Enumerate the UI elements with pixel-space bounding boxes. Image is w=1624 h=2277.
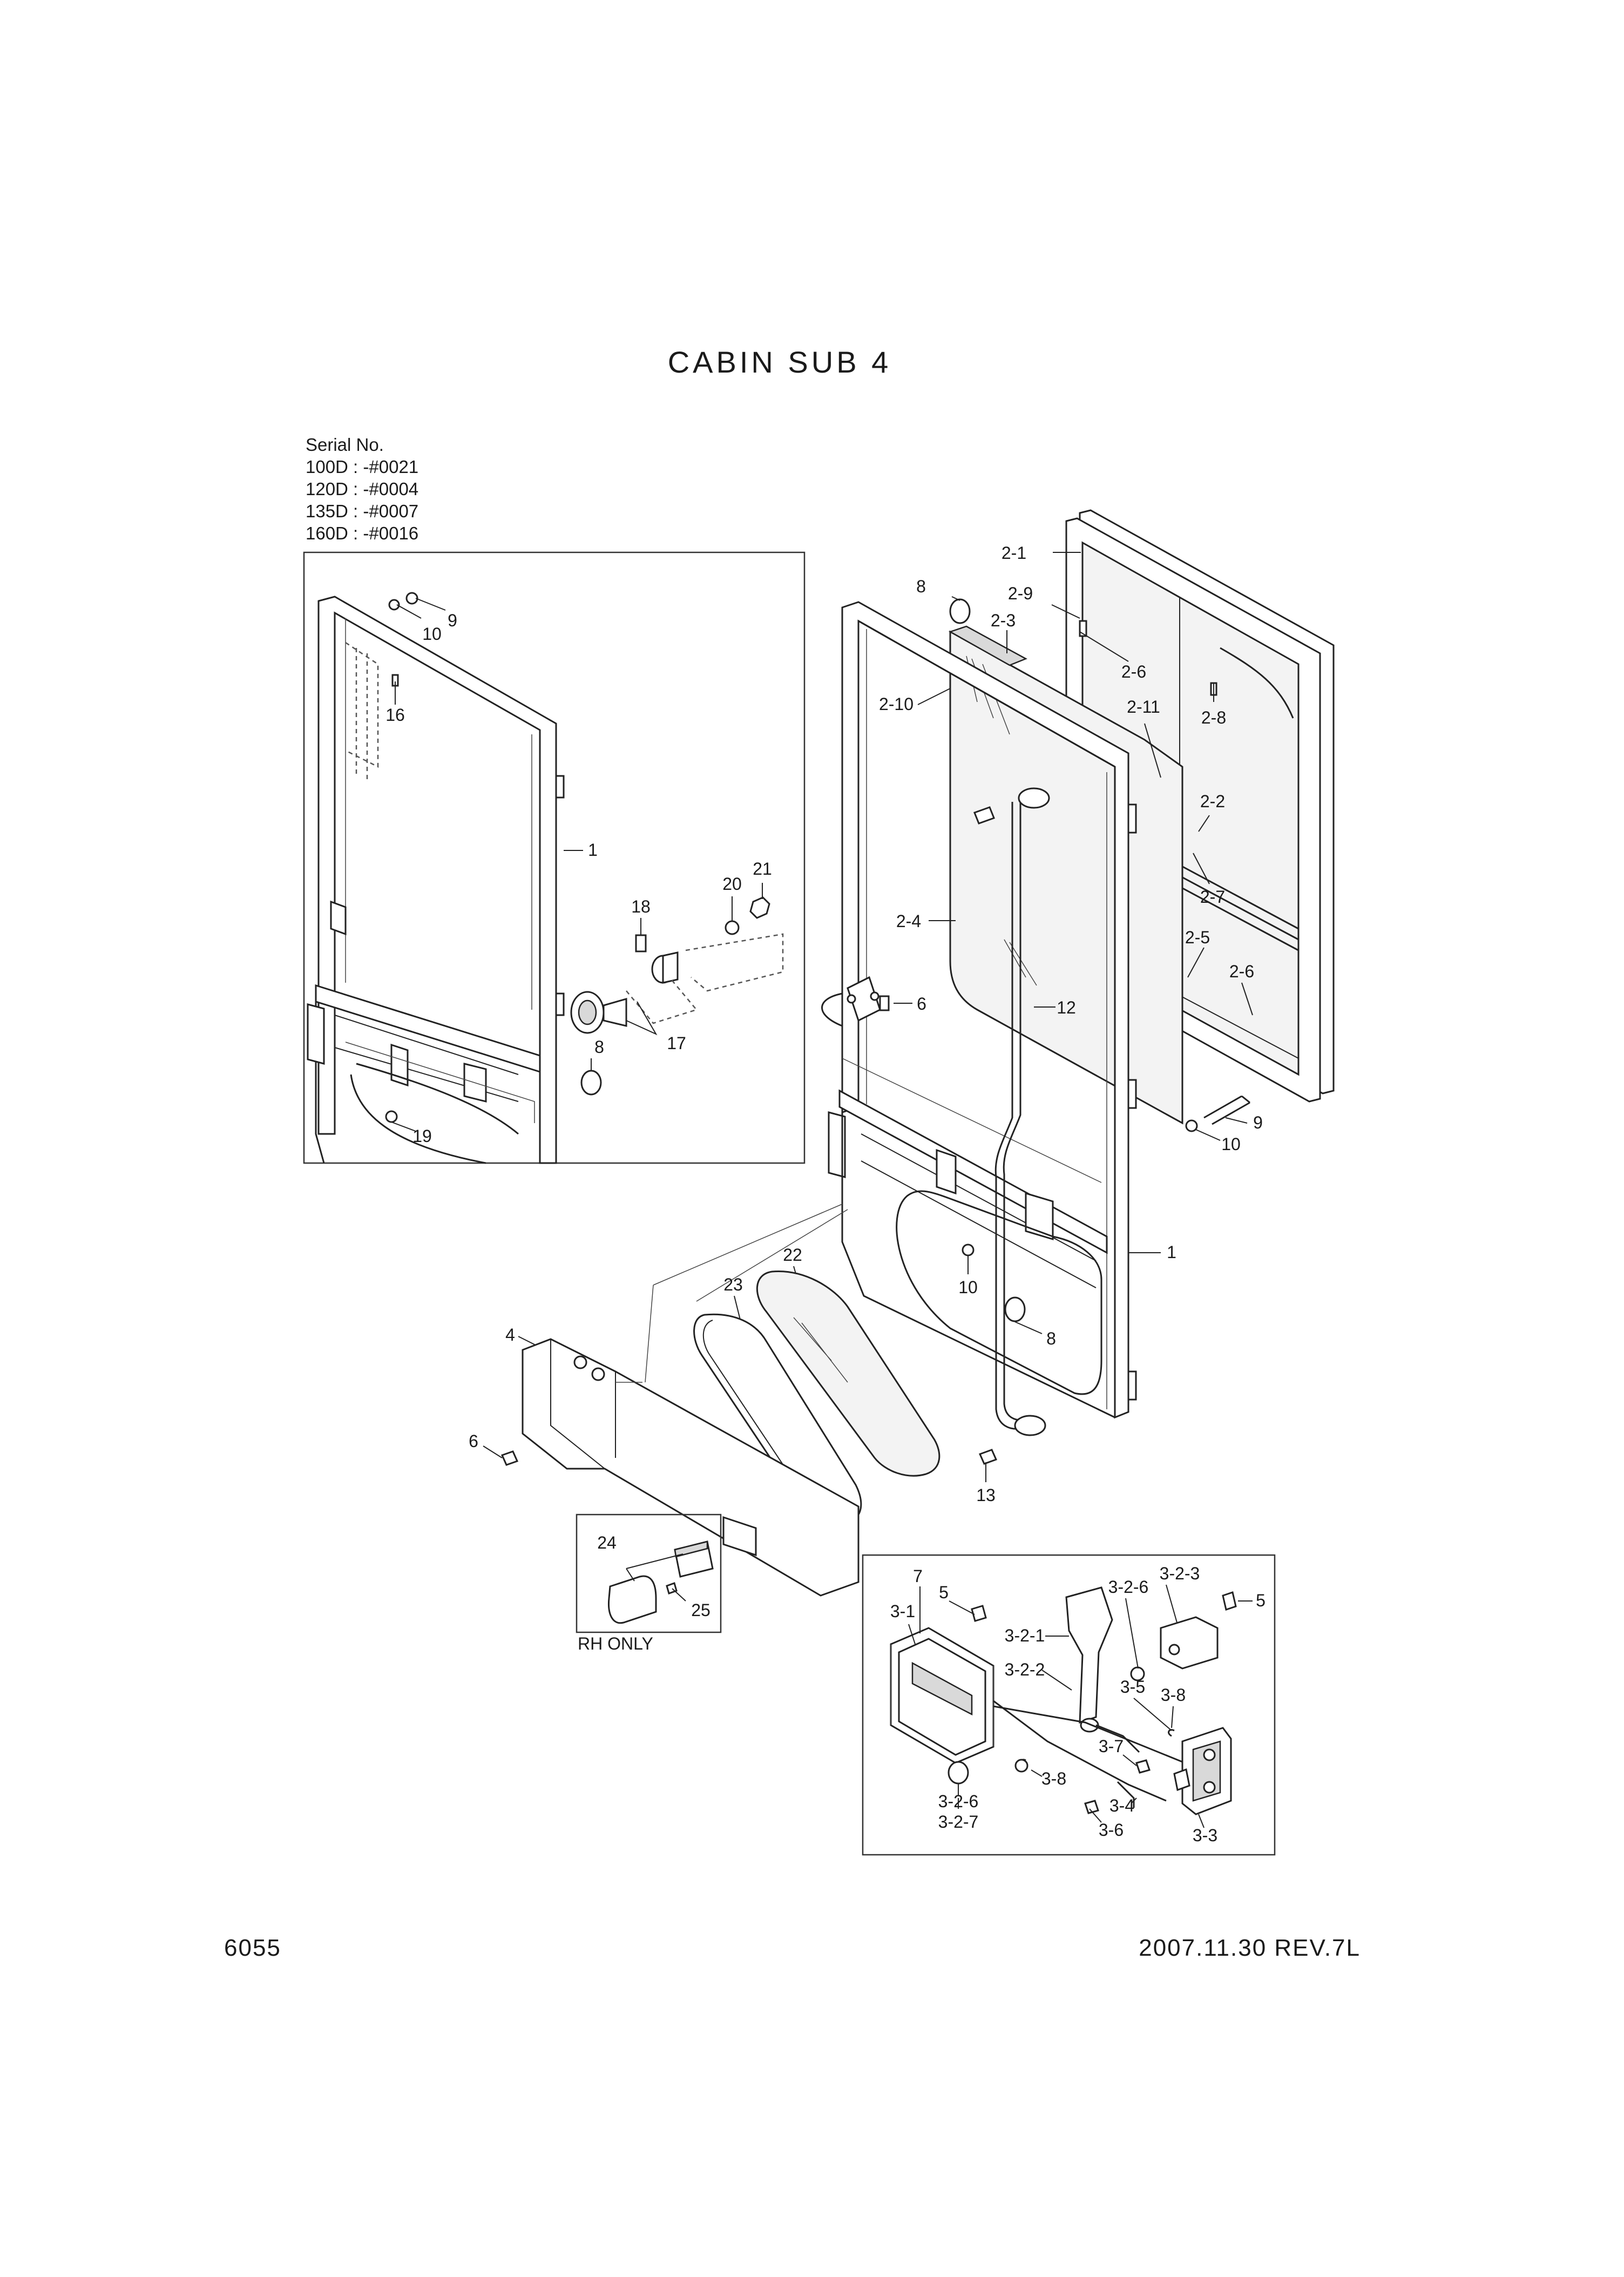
callout-label: 13 — [976, 1485, 996, 1505]
latch-leaders — [908, 1584, 1253, 1828]
main-door-hardware — [879, 598, 1250, 1465]
callout-label: 19 — [412, 1126, 432, 1146]
latch-body — [1173, 1727, 1232, 1815]
latch-lever-and-rods — [948, 1586, 1237, 1814]
callout-label: 2-5 — [1185, 928, 1210, 947]
latch-detail-box — [862, 1554, 1276, 1856]
callout-label: 2-8 — [1201, 708, 1226, 727]
callout-label: 2-4 — [896, 911, 921, 931]
callout-label: 3-2-6 — [938, 1792, 979, 1811]
callout-label: 2-3 — [991, 611, 1016, 630]
page-title: CABIN SUB 4 — [668, 345, 892, 379]
callout-label: 3-6 — [1099, 1820, 1124, 1840]
callout-label: 2-11 — [1127, 697, 1160, 717]
callout-label: 3-8 — [1041, 1769, 1066, 1788]
callout-label: 5 — [939, 1583, 949, 1602]
inset-callouts: 10 9 16 1 21 20 18 17 8 19 — [385, 611, 772, 1146]
inset-door-frame — [307, 596, 565, 1164]
grab-handle-bar — [821, 787, 1050, 1436]
callout-label: 22 — [783, 1245, 802, 1265]
revision-date: 2007.11.30 REV.7L — [1139, 1935, 1361, 1961]
main-door-exploded-view: 2-1 8 2-9 2-3 2-6 2-8 2-10 2-11 2-2 2-7 … — [469, 509, 1335, 1597]
callout-label: 6 — [917, 994, 926, 1013]
callout-label: 20 — [722, 874, 742, 894]
main-leaders — [483, 552, 1253, 1482]
door-inner-cover — [500, 1338, 860, 1597]
inset-door-hardware — [385, 592, 784, 1123]
door-latch-detail: 7 5 3-1 3-2-6 3-2-3 5 3-2-1 3-2-2 3-5 3-… — [862, 1554, 1276, 1856]
callout-label: 2-7 — [1200, 887, 1225, 907]
callout-label: 17 — [667, 1033, 686, 1053]
serial-line: 135D : -#0007 — [306, 501, 418, 521]
callout-label: 10 — [422, 624, 442, 644]
callout-label: 3-2-2 — [1005, 1660, 1045, 1679]
callout-label: 24 — [597, 1533, 617, 1552]
callout-label: 3-2-3 — [1160, 1564, 1200, 1583]
callout-label: 3-2-6 — [1108, 1577, 1149, 1597]
rh-only-lamp-group: 24 25 RH ONLY — [576, 1514, 722, 1653]
callout-label: 8 — [1046, 1329, 1056, 1348]
callout-label: 12 — [1057, 998, 1076, 1017]
callout-label: 23 — [723, 1275, 743, 1294]
serial-line: 120D : -#0004 — [306, 479, 418, 499]
callout-label: 1 — [588, 840, 598, 860]
callout-label: 9 — [1253, 1113, 1263, 1132]
serial-number-block: Serial No. 100D : -#0021 120D : -#0004 1… — [306, 435, 418, 543]
explode-guide-lines — [615, 1204, 848, 1383]
callout-label: 25 — [691, 1600, 710, 1620]
page-number: 6055 — [224, 1935, 281, 1961]
inset-leaders — [391, 598, 763, 1132]
callout-label: 2-6 — [1121, 662, 1146, 681]
main-door-frame — [828, 601, 1137, 1419]
callout-label: 3-3 — [1193, 1826, 1217, 1845]
callout-label: 4 — [505, 1325, 515, 1344]
callout-label: 6 — [469, 1431, 478, 1451]
callout-label: 9 — [448, 611, 457, 630]
callout-label: 2-2 — [1200, 792, 1225, 811]
callout-label: 21 — [753, 859, 772, 879]
callout-label: 3-2-1 — [1005, 1626, 1045, 1645]
rh-only-label: RH ONLY — [578, 1634, 653, 1653]
inset-old-door-view: 10 9 16 1 21 20 18 17 8 19 — [303, 551, 806, 1164]
callout-label: 10 — [958, 1278, 978, 1297]
callout-label: 2-6 — [1229, 962, 1254, 981]
callout-label: 3-5 — [1120, 1677, 1145, 1697]
callout-label: 8 — [594, 1037, 604, 1057]
inner-handle — [890, 1627, 994, 1764]
callout-label: 16 — [385, 705, 405, 725]
callout-label: 2-1 — [1002, 543, 1026, 563]
callout-label: 3-4 — [1109, 1796, 1134, 1815]
callout-label: 5 — [1256, 1591, 1266, 1610]
serial-line: 100D : -#0021 — [306, 457, 418, 477]
callout-label: 2-9 — [1008, 584, 1033, 603]
callout-label: 3-7 — [1099, 1737, 1124, 1756]
callout-label: 2-10 — [879, 694, 914, 714]
callout-label: 7 — [913, 1566, 923, 1586]
callout-label: 3-1 — [890, 1602, 915, 1621]
serial-heading: Serial No. — [306, 435, 384, 455]
callout-label: 8 — [916, 577, 926, 596]
serial-line: 160D : -#0016 — [306, 523, 418, 543]
callout-label: 3-2-7 — [938, 1812, 979, 1832]
latch-callouts: 7 5 3-1 3-2-6 3-2-3 5 3-2-1 3-2-2 3-5 3-… — [890, 1564, 1266, 1845]
callout-label: 10 — [1221, 1134, 1241, 1154]
rh-only-box — [576, 1514, 722, 1633]
main-callouts: 2-1 8 2-9 2-3 2-6 2-8 2-10 2-11 2-2 2-7 … — [469, 543, 1263, 1505]
callout-label: 18 — [631, 897, 651, 916]
callout-label: 1 — [1167, 1242, 1176, 1262]
callout-label: 3-8 — [1161, 1685, 1186, 1705]
